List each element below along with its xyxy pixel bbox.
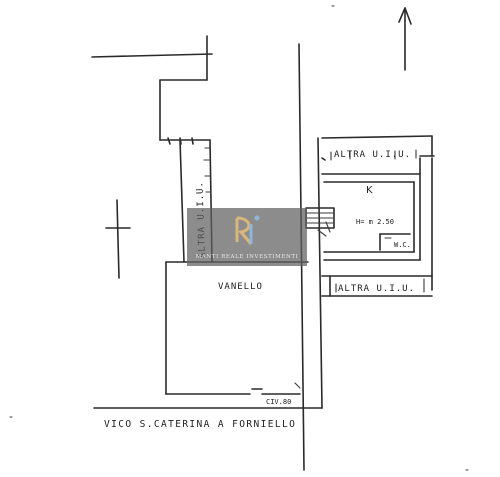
room-height-label: H= m 2.50 <box>356 218 394 226</box>
altra-uiu-top-label: ALTRA U.I.U. <box>334 150 411 160</box>
upper-left-boundary <box>91 35 213 145</box>
cross-mark-left <box>105 199 131 279</box>
vanello-label: VANELLO <box>218 282 263 292</box>
room-k-label: K <box>366 185 373 196</box>
civic-number-label: CIV.80 <box>266 398 291 406</box>
room-k <box>321 157 433 291</box>
watermark: MANTI REALE INVESTIMENTI <box>187 208 307 266</box>
watermark-text: MANTI REALE INVESTIMENTI <box>195 254 299 260</box>
wc-label: W.C. <box>394 241 411 249</box>
north-arrow-icon <box>331 5 412 71</box>
street-name-label: VICO S.CATERINA A FORNIELLO <box>104 419 296 430</box>
street-frontage <box>9 407 469 471</box>
altra-unit-bottom-right <box>321 275 433 297</box>
door-stair-symbol <box>305 207 335 237</box>
altra-unit-top-right <box>321 135 435 161</box>
altra-uiu-bottom-label: ALTRA U.I.U. <box>338 284 415 294</box>
watermark-logo-icon <box>235 215 260 245</box>
